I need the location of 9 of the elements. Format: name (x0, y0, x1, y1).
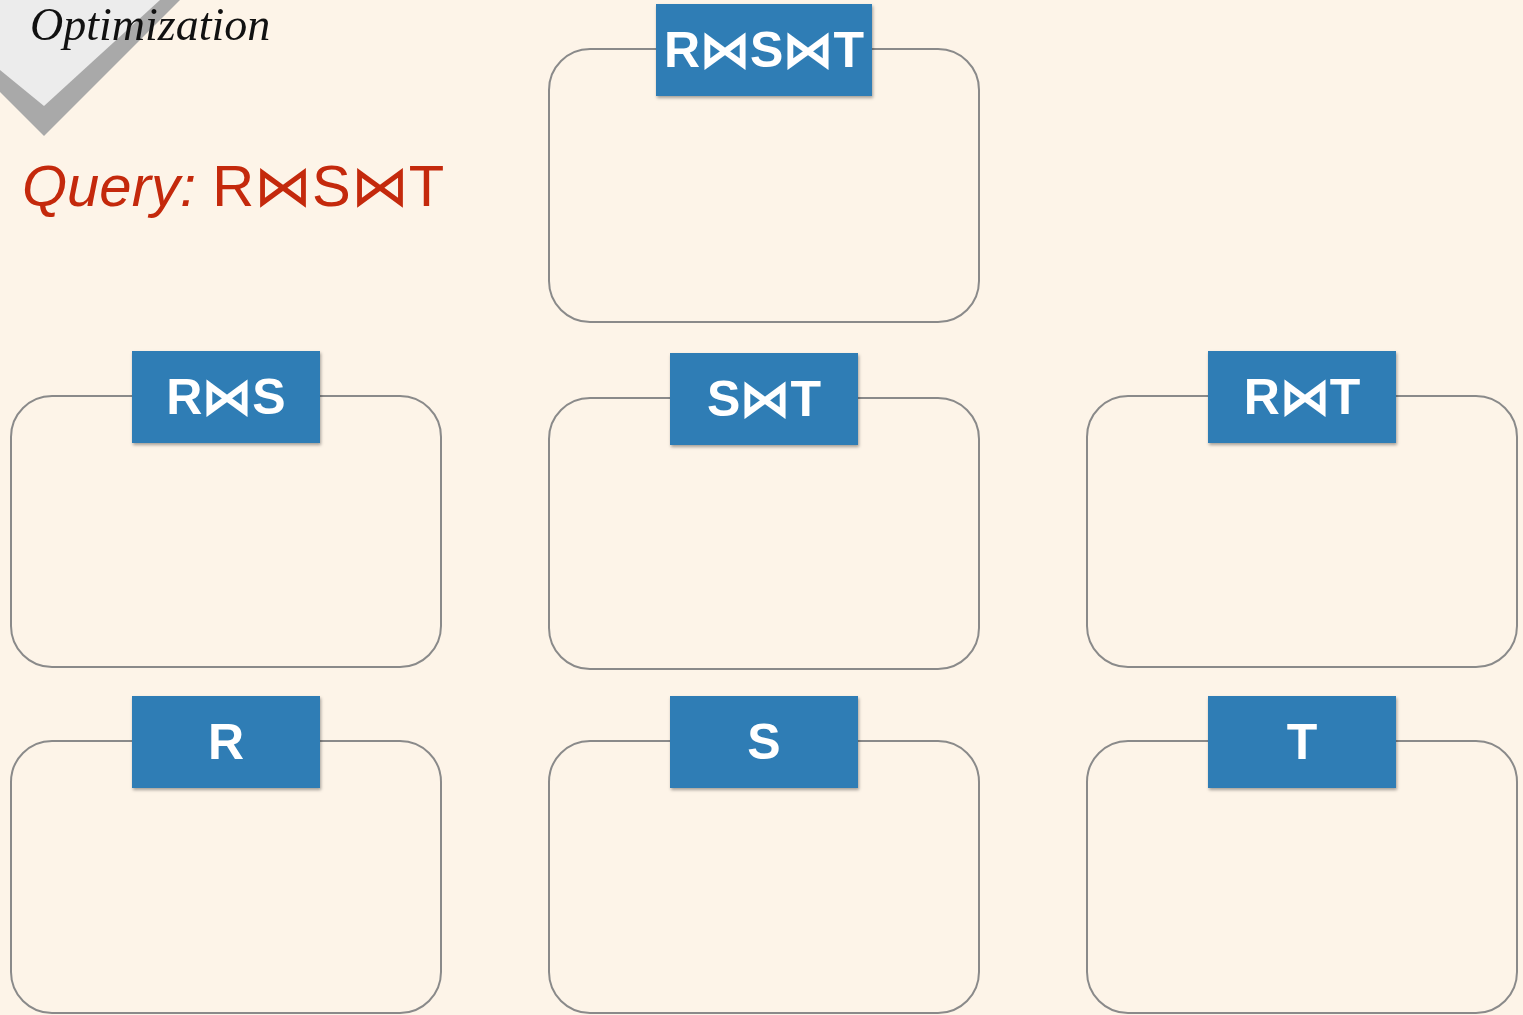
slide-title: Optimization (30, 0, 271, 51)
header-tab: S (670, 696, 858, 788)
header-tab: T (1208, 696, 1396, 788)
header-tab: R (132, 696, 320, 788)
header-tab: R⋈T (1208, 351, 1396, 443)
header-tab: R⋈S (132, 351, 320, 443)
query-text: Query: R⋈S⋈T (22, 152, 445, 220)
header-tab: R⋈S⋈T (656, 4, 872, 96)
header-tab: S⋈T (670, 353, 858, 445)
